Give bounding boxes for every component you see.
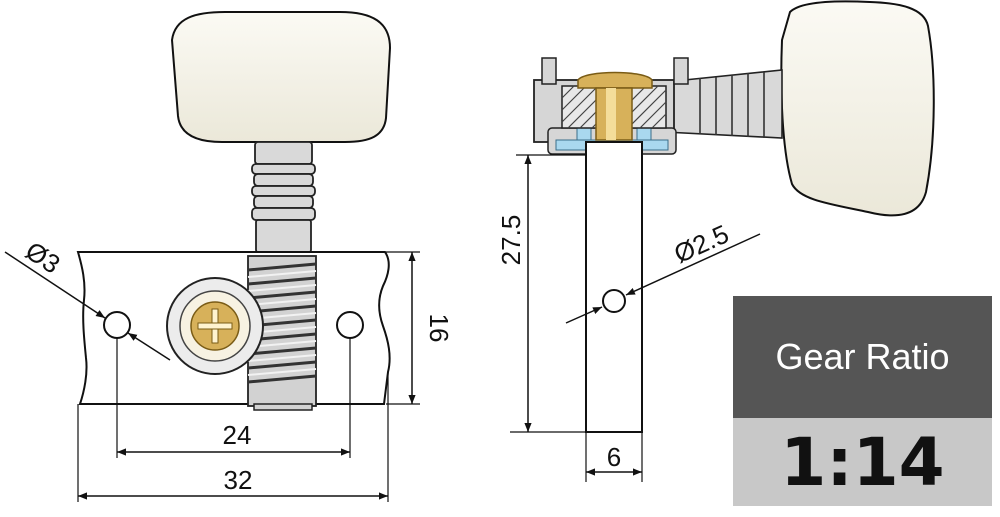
dim-post-width: 6: [607, 442, 621, 472]
gear-wheel: [166, 277, 264, 375]
brass-screw: [577, 71, 653, 141]
dim-plate-length: 32: [224, 465, 253, 495]
mounting-hole-left: [103, 311, 131, 339]
dim-front-hole-diameter: Ø3: [20, 235, 65, 279]
dim-post-height: 27.5: [496, 215, 526, 266]
gear-ratio-value: 1:14: [733, 418, 992, 506]
tuner-button-front: [170, 11, 392, 143]
front-view: Ø3 24 32 16: [4, 11, 454, 502]
tuner-shaft: [251, 141, 316, 253]
gear-ratio-panel: Gear Ratio 1:14: [733, 296, 992, 506]
tuner-button-side: [780, 0, 935, 217]
string-hole: [602, 289, 626, 313]
mounting-hole-right: [336, 311, 364, 339]
dim-plate-height: 16: [424, 314, 454, 343]
gear-ratio-label: Gear Ratio: [733, 296, 992, 418]
string-post: [585, 141, 643, 433]
dim-hole-spacing: 24: [223, 420, 252, 450]
side-view: Ø2.5 27.5 6: [496, 0, 935, 482]
